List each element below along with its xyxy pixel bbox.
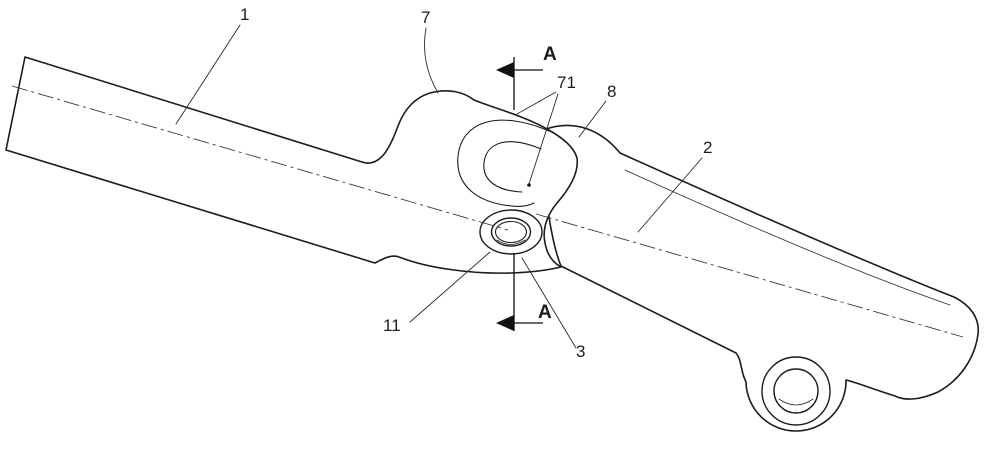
part-label-1: 1 xyxy=(240,5,249,24)
leader-line-71a xyxy=(516,91,557,115)
lug-bushing-bore xyxy=(773,368,819,414)
leader-line-8 xyxy=(578,100,607,138)
pin-boss-bore xyxy=(490,217,532,247)
part-label-8: 8 xyxy=(607,82,616,101)
centerline-rod-2 xyxy=(535,213,964,338)
leader-line-1 xyxy=(175,24,241,125)
leader-line-11 xyxy=(409,251,491,323)
leader-line-7 xyxy=(424,27,439,94)
pin-boss-bore-inner xyxy=(494,220,528,244)
pin-bore-depth-arc xyxy=(496,239,526,245)
clevis-slot-inner xyxy=(483,141,542,193)
leader-line-2 xyxy=(637,157,703,233)
leader-line-71b xyxy=(528,93,559,185)
rod-1-and-clevis xyxy=(5,56,579,274)
part-label-3: 3 xyxy=(576,342,585,361)
leader-line-3 xyxy=(521,257,577,349)
section-label-bottom: A xyxy=(538,302,552,323)
section-arrow-bottom xyxy=(496,315,514,331)
lug-bore-depth-arc xyxy=(778,398,814,406)
part-label-2: 2 xyxy=(703,138,712,157)
reference-dot xyxy=(527,183,531,187)
rod-2-chamfer-line xyxy=(624,169,951,306)
centerline-rod-1 xyxy=(11,85,509,231)
section-label-top: A xyxy=(543,44,557,65)
part-label-7: 7 xyxy=(421,8,430,27)
part-label-11: 11 xyxy=(383,316,401,335)
part-label-71: 71 xyxy=(557,73,576,92)
clevis-slot-outer xyxy=(457,119,550,207)
section-arrow-top xyxy=(496,62,514,78)
rod-2 xyxy=(543,124,979,432)
